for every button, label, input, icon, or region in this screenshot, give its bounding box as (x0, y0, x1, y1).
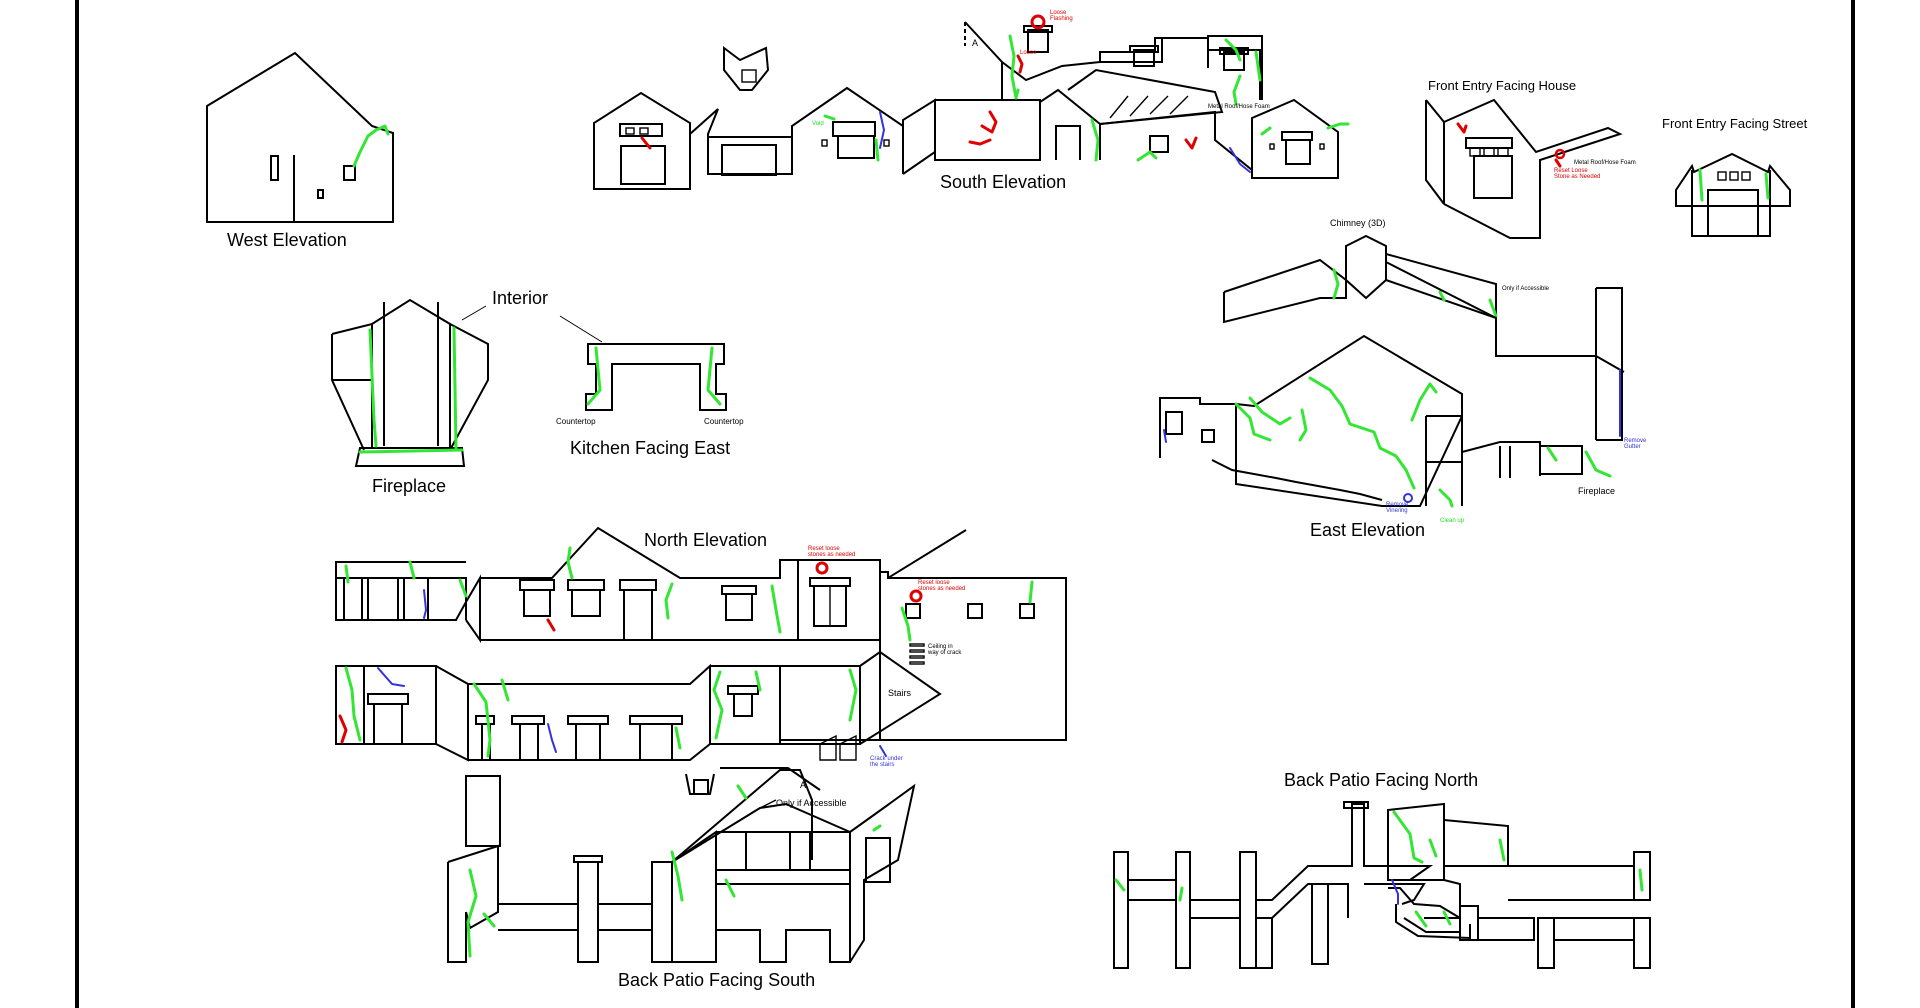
reset-stone-north-1a: Reset loose (808, 546, 840, 552)
countertop-right: Countertop (704, 417, 744, 426)
reset-stone-north-2a: Reset loose (918, 580, 950, 586)
reset-stone-north-1b: stones as needed (808, 552, 855, 558)
fireplace-title: Fireplace (372, 476, 446, 496)
front-entry-house-title: Front Entry Facing House (1428, 78, 1576, 93)
west-elevation: West Elevation (206, 51, 394, 250)
patio-south-title: Back Patio Facing South (618, 970, 815, 990)
remove-vine-b: Vine/ing (1386, 508, 1408, 514)
front-entry-facing-street: Front Entry Facing Street (1662, 116, 1808, 237)
interior-title: Interior (492, 288, 548, 308)
patio-north-title: Back Patio Facing North (1284, 770, 1478, 790)
loose-flashing-b: Flashing (1050, 16, 1073, 22)
reset-loose-stone-a: Reset Loose (1554, 168, 1588, 174)
front-entry-facing-house: Metal Roof/Hose Foam Reset Loose Stone a… (1425, 78, 1636, 239)
south-elevation: Void A Loose Flashing Loose (593, 10, 1350, 192)
loose-flashing-c: Loose (1020, 50, 1037, 56)
metal-roof-front: Metal Roof/Hose Foam (1574, 160, 1636, 166)
crack-note-b: the stairs (870, 762, 894, 768)
remove-gutter-b: Gutter (1624, 444, 1641, 450)
north-elevation-title: North Elevation (644, 530, 767, 550)
ceiling-note-a: Ceiling in (928, 644, 953, 650)
reset-stone-north-2b: stones as needed (918, 586, 965, 592)
ceiling-note-b: way of crack (927, 650, 962, 656)
crack-note-a: Crack under (870, 756, 903, 762)
void-label: Void (812, 121, 824, 127)
south-elevation-title: South Elevation (940, 172, 1066, 192)
kitchen-facing-east: Countertop Countertop Kitchen Facing Eas… (556, 315, 744, 458)
svg-text:Clean up: Clean up (1440, 518, 1465, 524)
metal-roof-south: Metal Roof/Hose Foam (1208, 104, 1270, 110)
stairs-label: Stairs (888, 688, 912, 698)
east-elevation: Chimney (3D) Only if Accessible Remove G… (1159, 218, 1647, 540)
fireplace-east-label: Fireplace (1578, 486, 1615, 496)
front-entry-street-title: Front Entry Facing Street (1662, 116, 1808, 131)
loose-flashing-a: Loose (1050, 10, 1067, 16)
kitchen-title: Kitchen Facing East (570, 438, 730, 458)
section-a-south: A (972, 38, 978, 48)
remove-vine-a: Remove (1386, 502, 1409, 508)
north-elevation: Reset loose stones as needed Reset loose… (335, 526, 1067, 768)
interior-fireplace: Interior Fireplace (331, 288, 548, 496)
section-a-patio: A (800, 780, 806, 790)
back-patio-facing-north: Back Patio Facing North (1113, 770, 1651, 969)
only-accessible-east: Only if Accessible (1502, 286, 1550, 292)
only-if-accessible: Only if Accessible (776, 798, 847, 808)
countertop-left: Countertop (556, 417, 596, 426)
west-elevation-title: West Elevation (227, 230, 347, 250)
back-patio-facing-south: A Only if Accessible Back Patio Facing S… (447, 767, 916, 990)
chimney-3d-label: Chimney (3D) (1330, 218, 1386, 228)
remove-gutter-a: Remove (1624, 438, 1647, 444)
east-elevation-title: East Elevation (1310, 520, 1425, 540)
reset-loose-stone-b: Stone as Needed (1554, 174, 1600, 180)
